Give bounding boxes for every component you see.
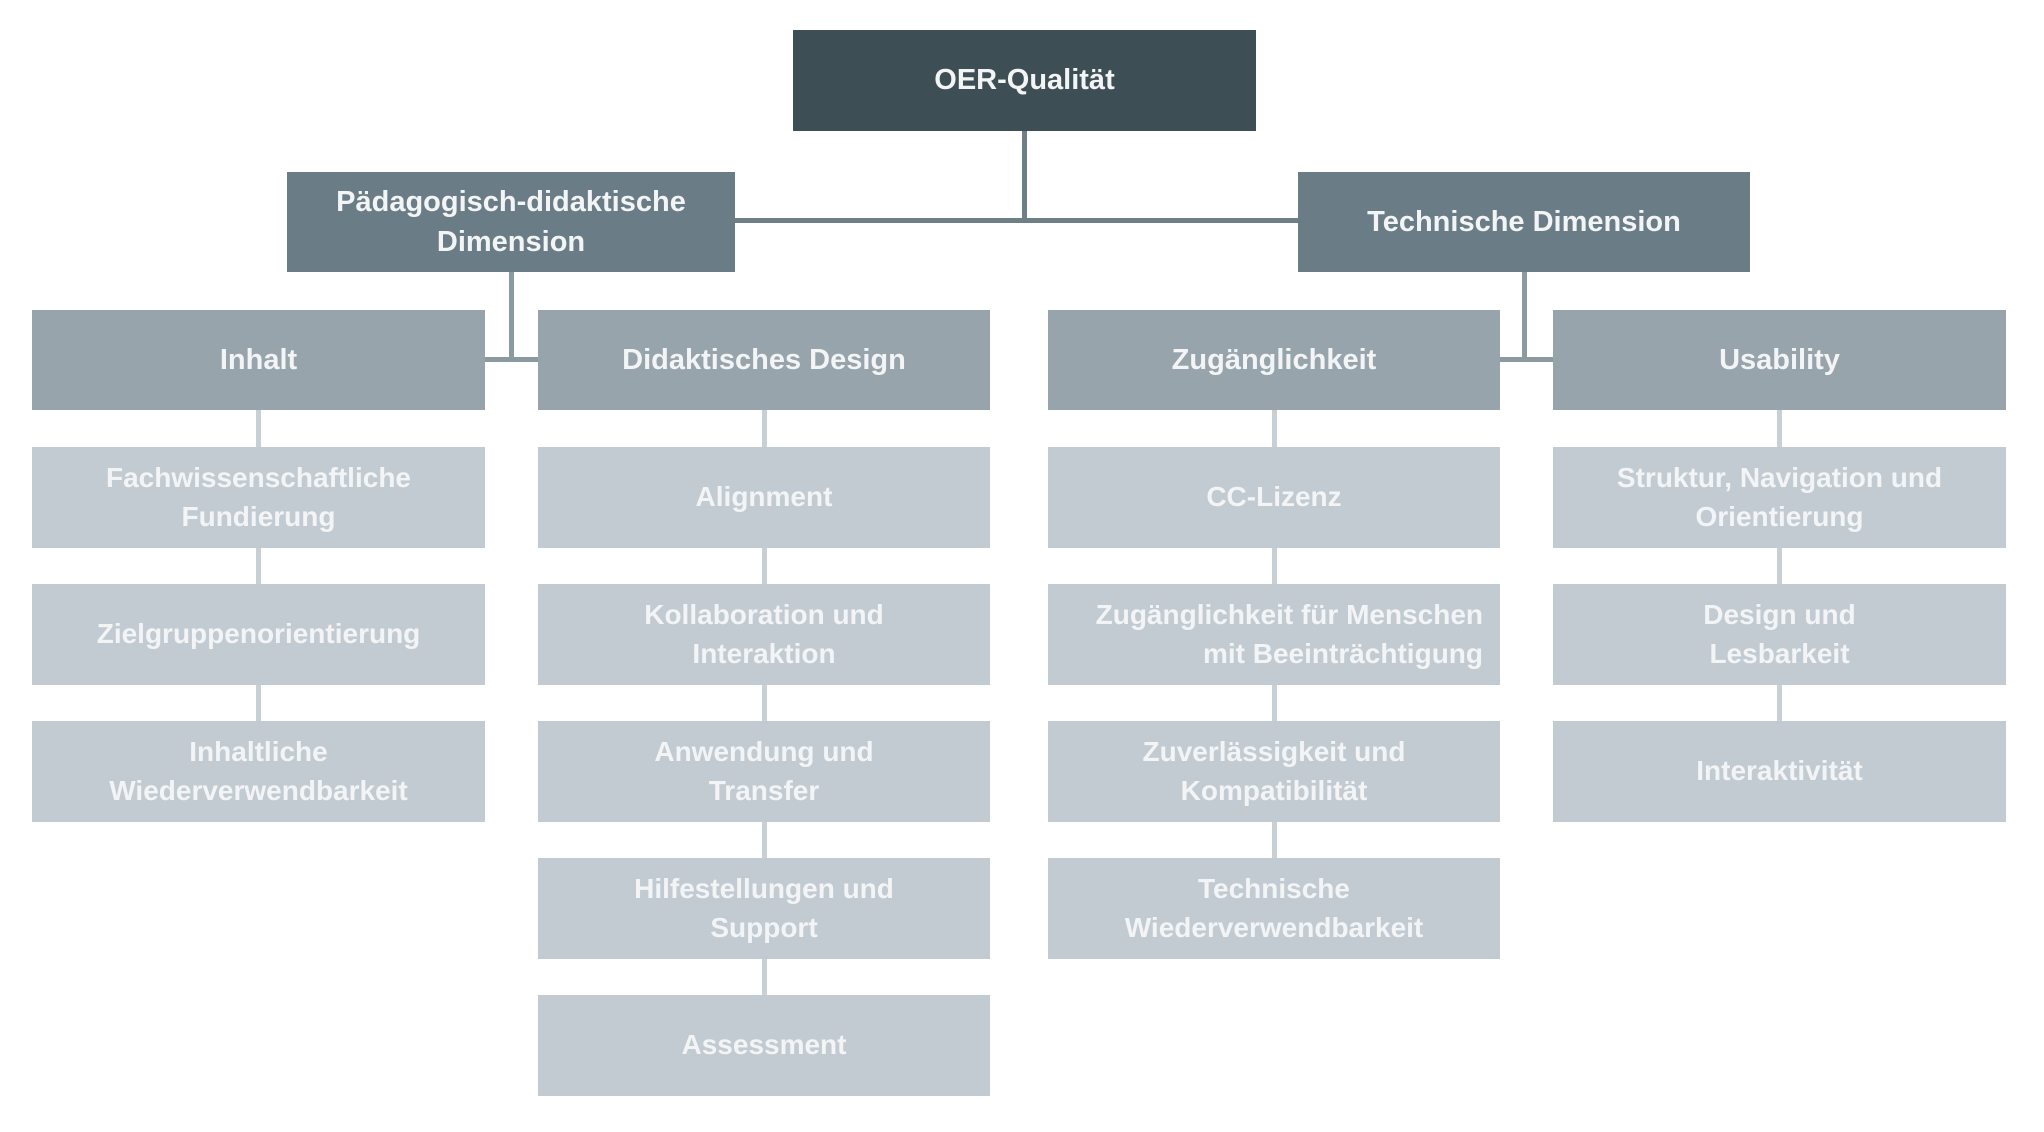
- node-label: Usability: [1719, 343, 1840, 376]
- node-label: Technische: [1198, 872, 1350, 904]
- connector-col1-seg3: [256, 685, 261, 721]
- node-label: Interaktivität: [1696, 755, 1863, 787]
- node-label: Support: [710, 911, 818, 943]
- node-paedagogisch-didaktische-dimension: Pädagogisch-didaktische Dimension: [287, 172, 735, 272]
- node-alignment: Alignment: [538, 447, 990, 548]
- node-label: Zielgruppenorientierung: [96, 618, 421, 650]
- node-zugaenglichkeit: Zugänglichkeit: [1048, 310, 1500, 410]
- connector-col2-seg3: [762, 685, 767, 721]
- node-label: Wiederverwendbarkeit: [1124, 911, 1424, 943]
- node-label: CC-Lizenz: [1206, 481, 1342, 513]
- node-label: Alignment: [695, 481, 833, 513]
- node-zugaenglichkeit-fuer-menschen-mit-beeintraechtigung: Zugänglichkeit für Menschen mit Beeinträ…: [1048, 584, 1500, 685]
- connector-col4-seg1: [1777, 410, 1782, 447]
- connector-col3-seg2: [1272, 548, 1277, 584]
- connector-col3-seg4: [1272, 822, 1277, 858]
- node-cc-lizenz: CC-Lizenz: [1048, 447, 1500, 548]
- node-inhalt: Inhalt: [32, 310, 485, 410]
- node-label: Wiederverwendbarkeit: [109, 774, 408, 806]
- node-label: Orientierung: [1695, 500, 1864, 532]
- node-label: Dimension: [436, 226, 586, 258]
- node-label: Anwendung und: [654, 735, 874, 767]
- connector-dimensions-horizontal: [735, 218, 1298, 223]
- connector-paedagogisch-horizontal: [485, 357, 538, 362]
- connector-col2-seg1: [762, 410, 767, 447]
- node-label: OER-Qualität: [934, 64, 1115, 97]
- node-technische-wiederverwendbarkeit: Technische Wiederverwendbarkeit: [1048, 858, 1500, 959]
- node-anwendung-und-transfer: Anwendung und Transfer: [538, 721, 990, 822]
- node-inhaltliche-wiederverwendbarkeit: Inhaltliche Wiederverwendbarkeit: [32, 721, 485, 822]
- node-zuverlaessigkeit-und-kompatibilitaet: Zuverlässigkeit und Kompatibilität: [1048, 721, 1500, 822]
- node-label: Design und: [1703, 598, 1856, 630]
- node-label: Assessment: [681, 1029, 847, 1061]
- node-kollaboration-und-interaktion: Kollaboration und Interaktion: [538, 584, 990, 685]
- connector-technisch-horizontal: [1500, 357, 1553, 362]
- connector-col3-seg1: [1272, 410, 1277, 447]
- node-label: Fundierung: [181, 500, 336, 532]
- connector-col2-seg4: [762, 822, 767, 858]
- node-oer-qualitaet: OER-Qualität: [793, 30, 1256, 131]
- connector-technisch-vertical: [1522, 272, 1527, 360]
- connector-paedagogisch-vertical: [509, 272, 514, 360]
- node-label: Kompatibilität: [1180, 774, 1368, 806]
- node-design-und-lesbarkeit: Design und Lesbarkeit: [1553, 584, 2006, 685]
- node-label: Lesbarkeit: [1709, 637, 1850, 669]
- node-label: Technische Dimension: [1367, 205, 1681, 238]
- node-label: Transfer: [708, 774, 820, 806]
- node-label: Zuverlässigkeit und: [1142, 735, 1406, 767]
- node-label: Kollaboration und: [644, 598, 884, 630]
- node-label: Pädagogisch-didaktische: [336, 185, 686, 218]
- node-label: Interaktion: [692, 637, 836, 669]
- node-usability: Usability: [1553, 310, 2006, 410]
- connector-col1-seg2: [256, 548, 261, 584]
- connector-col2-seg5: [762, 959, 767, 995]
- node-label: Struktur, Navigation und: [1616, 461, 1943, 493]
- node-label: Zugänglichkeit: [1171, 343, 1377, 376]
- connector-col1-seg1: [256, 410, 261, 447]
- node-hilfestellungen-und-support: Hilfestellungen und Support: [538, 858, 990, 959]
- node-didaktisches-design: Didaktisches Design: [538, 310, 990, 410]
- node-label: Inhaltliche: [189, 735, 328, 767]
- node-assessment: Assessment: [538, 995, 990, 1096]
- node-label: Didaktisches Design: [622, 343, 906, 376]
- connector-col2-seg2: [762, 548, 767, 584]
- connector-col3-seg3: [1272, 685, 1277, 721]
- node-label: Hilfestellungen und: [634, 872, 894, 904]
- node-struktur-navigation-und-orientierung: Struktur, Navigation und Orientierung: [1553, 447, 2006, 548]
- node-technische-dimension: Technische Dimension: [1298, 172, 1750, 272]
- connector-root-vertical: [1022, 131, 1027, 222]
- node-label: Inhalt: [219, 343, 298, 376]
- connector-col4-seg3: [1777, 685, 1782, 721]
- connector-col4-seg2: [1777, 548, 1782, 584]
- node-label: Zugänglichkeit für Menschen: [1095, 598, 1483, 630]
- node-label: Fachwissenschaftliche: [105, 461, 411, 493]
- node-label: mit Beeinträchtigung: [1202, 637, 1483, 669]
- node-fachwissenschaftliche-fundierung: Fachwissenschaftliche Fundierung: [32, 447, 485, 548]
- node-interaktivitaet: Interaktivität: [1553, 721, 2006, 822]
- node-zielgruppenorientierung: Zielgruppenorientierung: [32, 584, 485, 685]
